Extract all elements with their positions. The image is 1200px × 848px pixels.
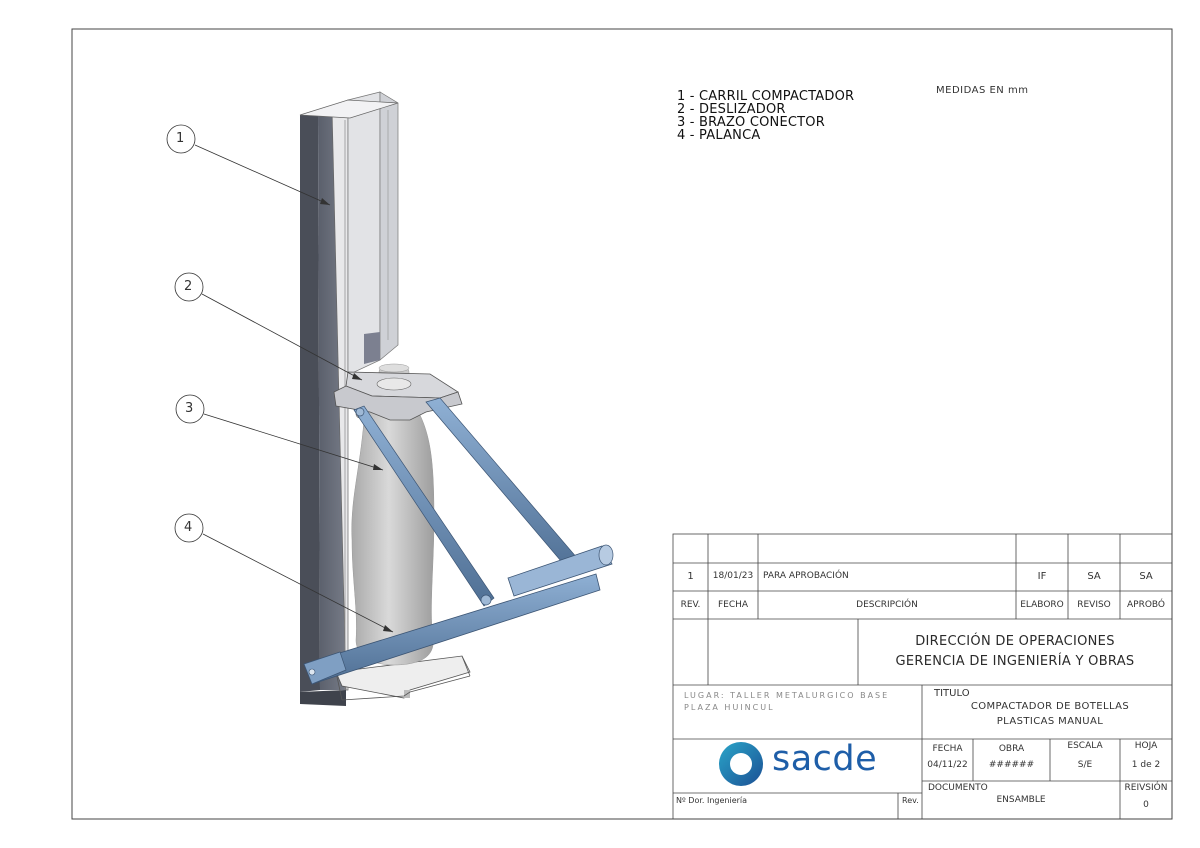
bottom-support [335,655,471,701]
rev-header-aprobo: APROBÓ [1126,600,1166,610]
rev-row-elaboro: IF [1037,571,1047,582]
callout-number-1: 1 [176,131,185,146]
titulo-line-2: PLASTICAS MANUAL [996,716,1104,727]
assembly-illustration [299,91,614,706]
hoja-value: 1 de 2 [1131,760,1161,770]
callout-number-3: 3 [185,401,194,416]
lever-palanca [303,544,614,685]
obra-value: ###### [988,760,1035,770]
department-line-2: GERENCIA DE INGENIERÍA Y OBRAS [895,654,1135,669]
documento-value: ENSAMBLE [996,795,1046,805]
lugar-line-1: LUGAR: TALLER METALURGICO BASE [684,691,890,700]
legend-item-2: 2 - DESLIZADOR [677,102,786,117]
rev-row-fecha: 18/01/23 [712,571,754,581]
rev-header-fecha: FECHA [717,600,749,610]
department-line-1: DIRECCIÓN DE OPERACIONES [915,634,1115,649]
rev-row-rev: 1 [687,571,694,582]
callout-1 [166,124,331,206]
documento-label: DOCUMENTO [928,783,988,793]
sacde-logo-mark [719,742,763,786]
rev-header-descripcion: DESCRIPCIÓN [856,600,918,610]
fecha-value: 04/11/22 [927,760,968,770]
rev-label: Rev. [902,796,919,805]
legend-item-4: 4 - PALANCA [677,128,761,143]
obra-label: OBRA [998,744,1025,754]
callout-2 [174,272,363,381]
title-block-grid [672,533,1173,820]
rev-row-aprobo: SA [1139,571,1153,582]
rev-row-descripcion: PARA APROBACIÓN [763,571,849,581]
callout-number-2: 2 [184,279,193,294]
hoja-label: HOJA [1134,741,1158,751]
legend-item-3: 3 - BRAZO CONECTOR [677,115,825,130]
doc-number-label: Nº Dor. Ingeniería [676,796,748,805]
revision-label: REIVSIÓN [1124,783,1168,793]
titulo-label: TITULO [934,688,970,699]
connector-arms-brazo-conector [353,397,585,607]
titulo-line-1: COMPACTADOR DE BOTELLAS [970,701,1130,712]
rev-header-elaboro: ELABORO [1020,600,1064,610]
lugar-line-2: PLAZA HUINCUL [684,703,775,712]
company-name: sacde [772,739,878,779]
rev-header-rev: REV. [680,600,701,610]
fecha-label: FECHA [932,744,963,754]
units-note: MEDIDAS EN mm [936,85,1029,96]
legend-item-1: 1 - CARRIL COMPACTADOR [677,89,855,104]
parts-legend: 1 - CARRIL COMPACTADOR 2 - DESLIZADOR 3 … [677,90,854,142]
escala-label: ESCALA [1067,741,1103,751]
rev-row-reviso: SA [1087,571,1101,582]
callout-number-4: 4 [184,520,193,535]
rev-header-reviso: REVISO [1077,600,1111,610]
revision-value: 0 [1143,800,1149,810]
callout-3 [175,394,384,471]
escala-value: S/E [1077,760,1093,770]
sheet-border [71,28,1173,820]
callout-4 [174,513,394,633]
